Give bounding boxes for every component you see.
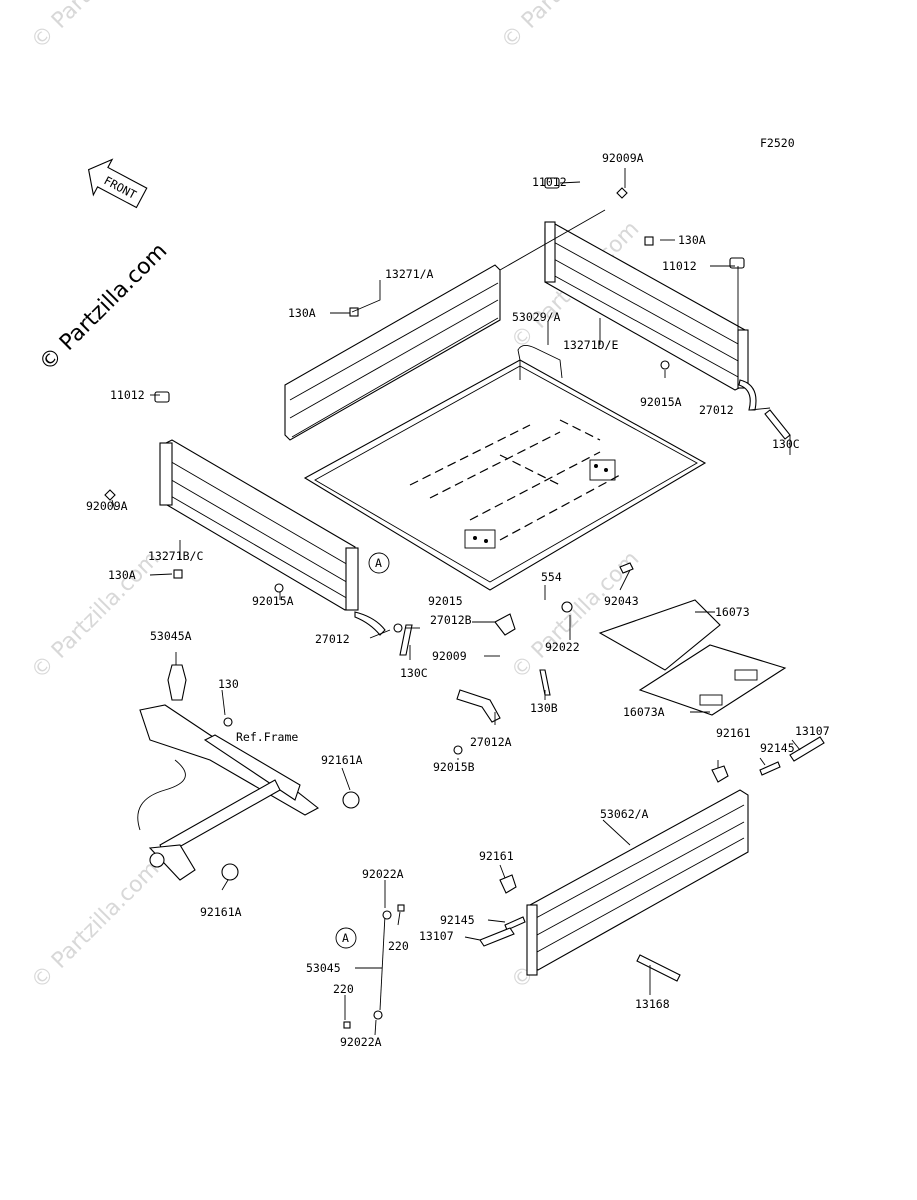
label-92145: 92145 — [760, 741, 795, 755]
label-554: 554 — [541, 570, 562, 584]
label-16073: 16073 — [715, 605, 750, 619]
frame — [137, 704, 360, 881]
callout-a: A — [375, 556, 382, 570]
label-13271de: 13271D/E — [563, 338, 618, 352]
tail-gate — [526, 789, 749, 976]
label-130c: 130C — [400, 666, 428, 680]
label-53045a: 53045A — [150, 629, 192, 643]
front-arrow-icon: FRONT — [87, 158, 148, 209]
watermark: © Partzilla.com — [27, 547, 165, 685]
label-130a: 130A — [678, 233, 706, 247]
label-92022a: 92022A — [340, 1035, 382, 1049]
label-13168: 13168 — [635, 997, 670, 1011]
label-13107: 13107 — [795, 724, 830, 738]
mats — [598, 599, 787, 716]
small-parts: A A — [104, 177, 825, 1029]
side-panel-rear — [284, 264, 501, 441]
label-92022: 92022 — [545, 640, 580, 654]
side-panel-left — [159, 439, 359, 611]
watermark: © Partzilla.com — [27, 0, 165, 54]
label-92161: 92161 — [479, 849, 514, 863]
label-130: 130 — [218, 677, 239, 691]
label-92009a: 92009A — [602, 151, 644, 165]
label-53029a: 53029/A — [512, 310, 561, 324]
label-13271bc: 13271B/C — [148, 549, 203, 563]
label-92145: 92145 — [440, 913, 475, 927]
label-92161a: 92161A — [321, 753, 363, 767]
side-panel-right — [544, 221, 749, 391]
label-92161a: 92161A — [200, 905, 242, 919]
label-92009: 92009 — [432, 649, 467, 663]
label-13107: 13107 — [419, 929, 454, 943]
label-53062a: 53062/A — [600, 807, 649, 821]
cargo-bed-floor — [303, 345, 707, 591]
watermark: © Partzilla.com — [27, 857, 165, 995]
label-11012: 11012 — [110, 388, 145, 402]
label-92015a: 92015A — [640, 395, 682, 409]
label-11012: 11012 — [532, 175, 567, 189]
label-92043: 92043 — [604, 594, 639, 608]
figure-code: F2520 — [760, 136, 795, 150]
label-92161: 92161 — [716, 726, 751, 740]
label-53045: 53045 — [306, 961, 341, 975]
label-130c: 130C — [772, 437, 800, 451]
partzilla-watermark: © Partzilla.com — [35, 239, 173, 377]
label-13271a: 13271/A — [385, 267, 434, 281]
label-92015: 92015 — [428, 594, 463, 608]
label-92015b: 92015B — [433, 760, 475, 774]
label-130a: 130A — [288, 306, 316, 320]
label-27012: 27012 — [315, 632, 350, 646]
label-16073a: 16073A — [623, 705, 665, 719]
label-92009a: 92009A — [86, 499, 128, 513]
label-92015a: 92015A — [252, 594, 294, 608]
label-130a: 130A — [108, 568, 136, 582]
label-27012: 27012 — [699, 403, 734, 417]
callout-a: A — [342, 931, 349, 945]
label-ref-frame: Ref.Frame — [236, 730, 298, 744]
label-220: 220 — [388, 939, 409, 953]
label-27012a: 27012A — [470, 735, 512, 749]
label-220: 220 — [333, 982, 354, 996]
label-92022a: 92022A — [362, 867, 404, 881]
leader-lines — [111, 168, 801, 1036]
watermark: © Partzilla.com — [497, 0, 635, 54]
label-130b: 130B — [530, 701, 558, 715]
label-27012b: 27012B — [430, 613, 472, 627]
part-labels: 92009A 11012 130A 11012 13271/A 130A 530… — [86, 151, 830, 1049]
label-11012: 11012 — [662, 259, 697, 273]
